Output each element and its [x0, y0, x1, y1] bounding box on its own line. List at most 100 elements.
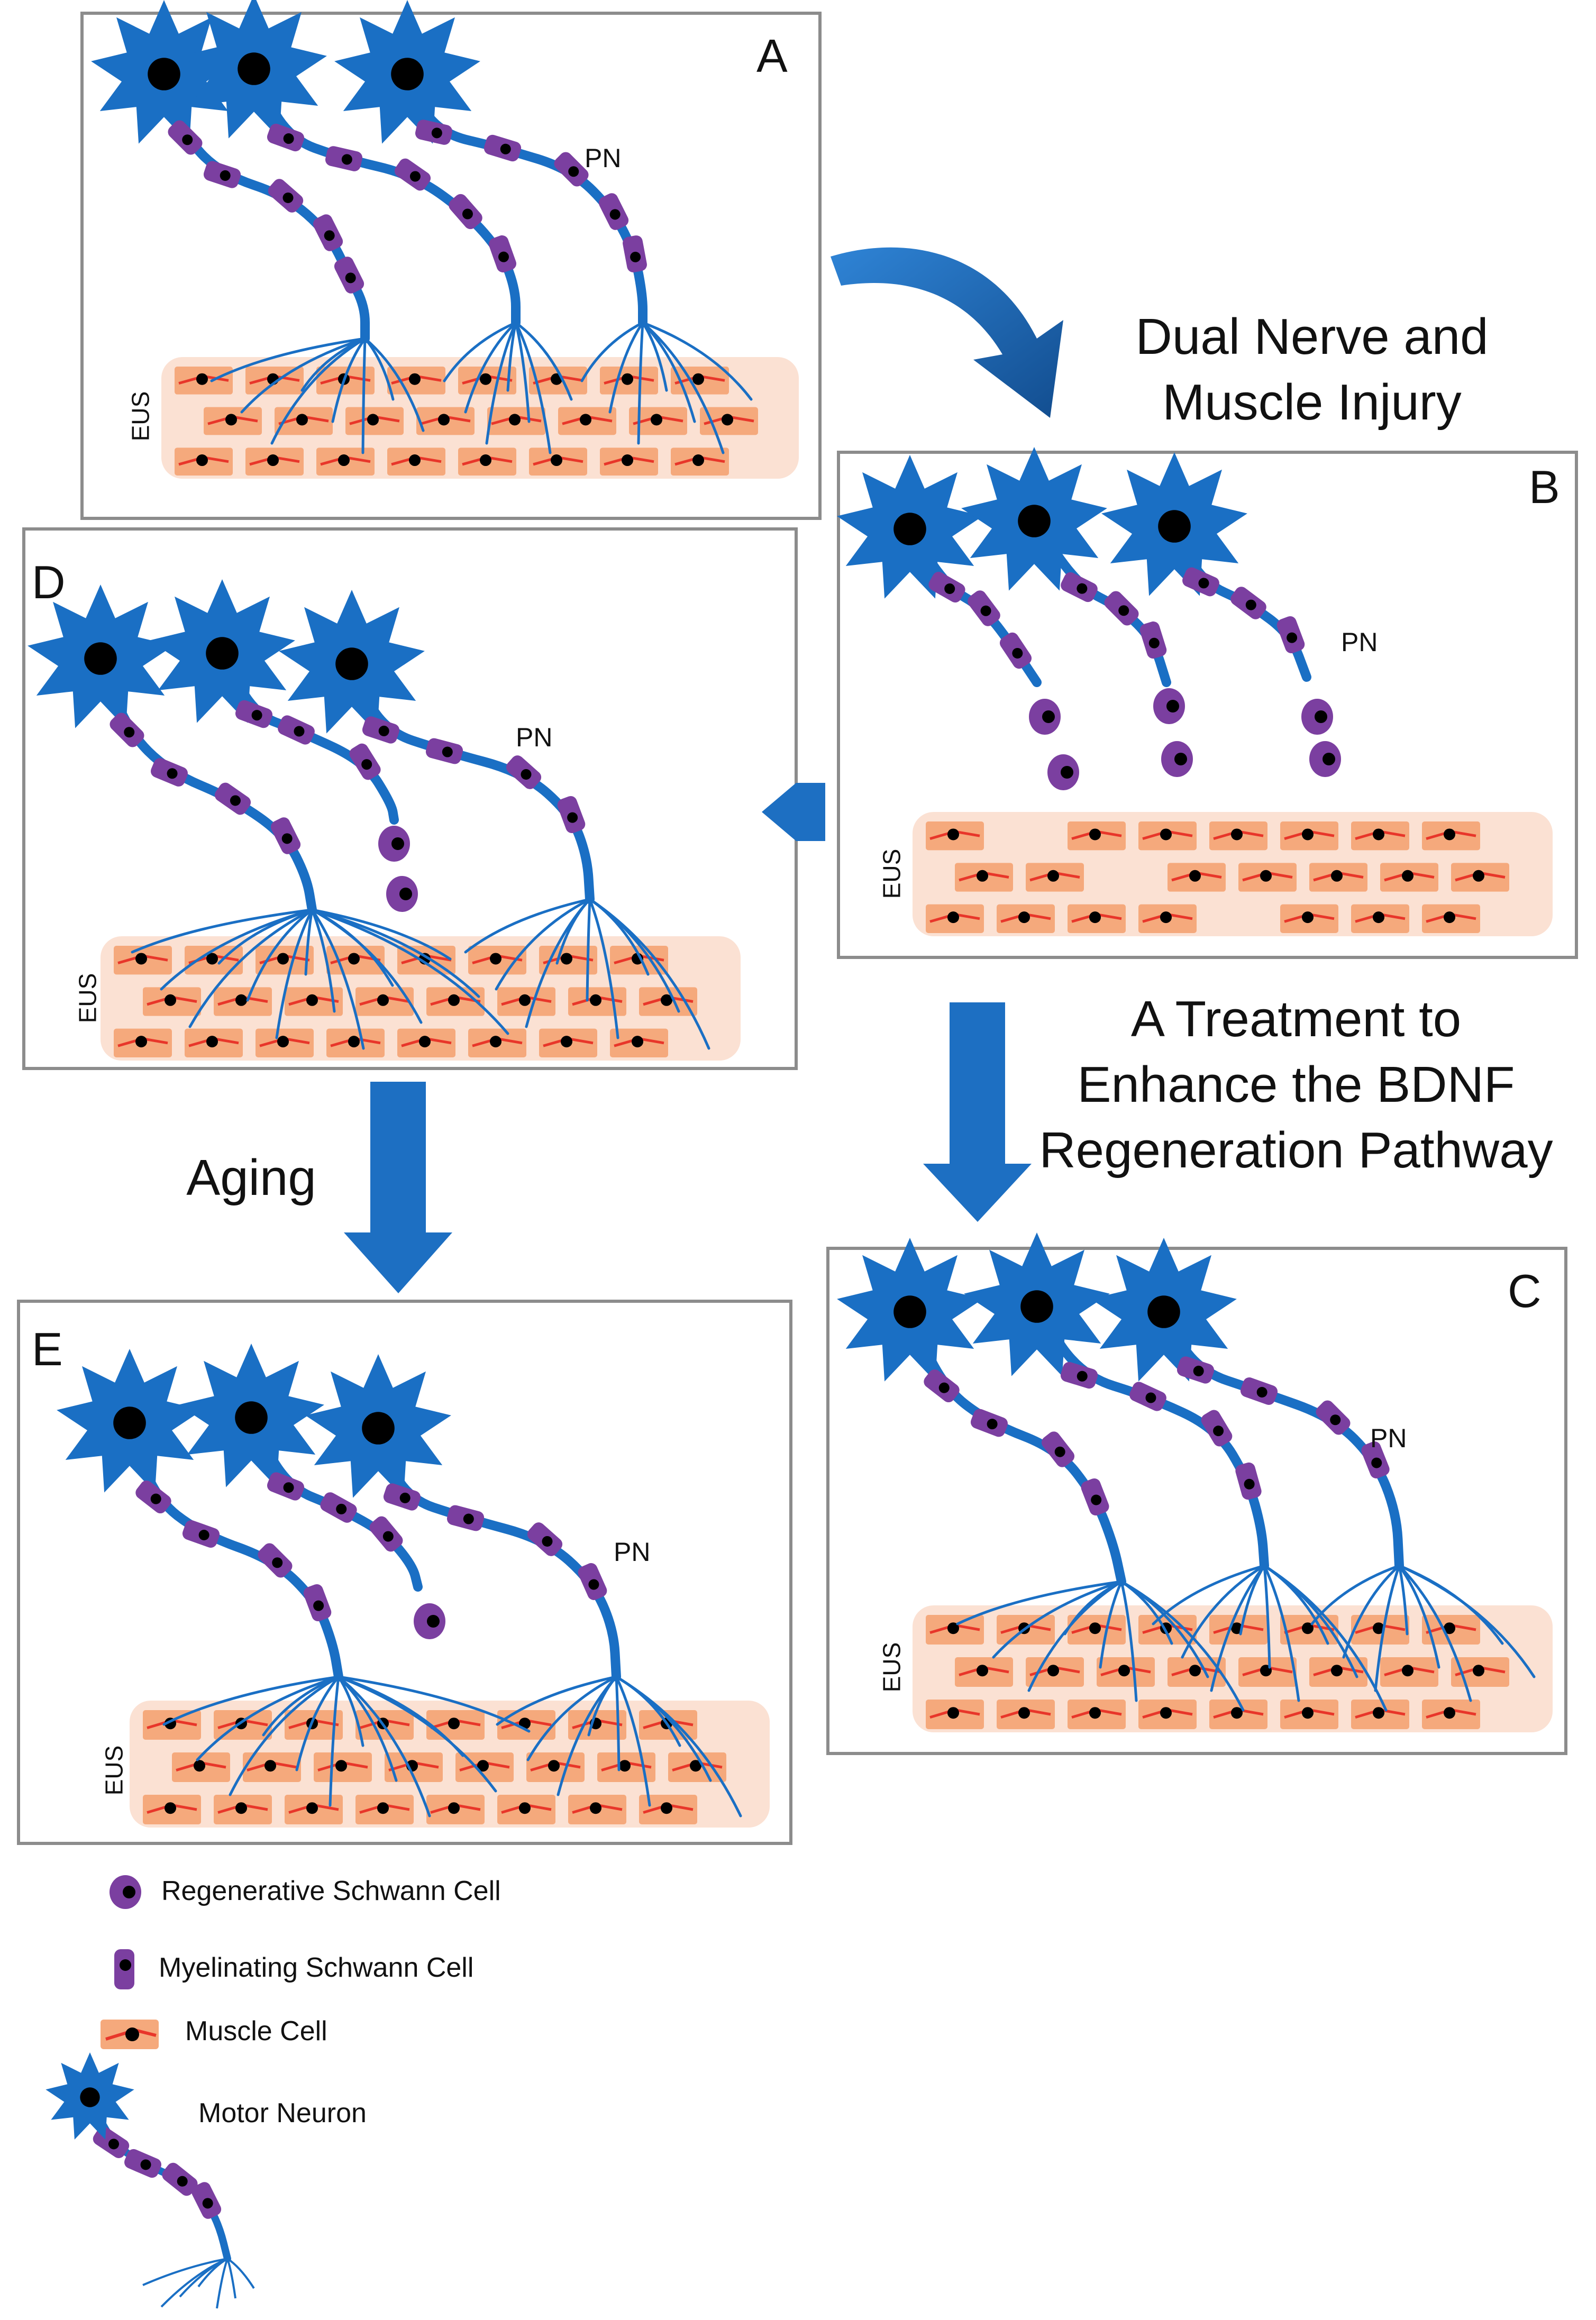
schwann-nucleus — [542, 1536, 553, 1547]
muscle-cell — [568, 987, 626, 1016]
muscle-cell — [245, 447, 304, 476]
panel-b-letter: B — [1529, 461, 1560, 513]
muscle-nucleus — [409, 454, 421, 467]
muscle-cell — [1351, 821, 1409, 851]
neuron-nucleus — [238, 52, 270, 85]
muscle-cell — [1280, 904, 1338, 933]
myelinating-schwann-cell — [999, 632, 1032, 669]
muscle-cell — [285, 1795, 343, 1824]
nerve-terminal-branch — [1181, 1564, 1266, 1659]
myelinating-schwann-cell — [313, 214, 343, 251]
nerve-terminal-branch — [1374, 1564, 1401, 1692]
muscle-nucleus — [1373, 828, 1384, 841]
schwann-nucleus — [609, 209, 621, 220]
schwann-nucleus — [1244, 1478, 1255, 1490]
muscle-nucleus — [1402, 870, 1413, 882]
muscle-nucleus — [548, 1760, 560, 1772]
myelinating-schwann-cell — [578, 1563, 607, 1600]
schwann-nucleus — [498, 251, 509, 262]
motor-neuron-body — [961, 447, 1107, 591]
muscle-cell — [204, 407, 262, 435]
nerve-terminal-branch — [197, 2258, 229, 2288]
muscle-nucleus — [1189, 1665, 1201, 1677]
muscle-nucleus — [1118, 1665, 1130, 1677]
regenerative-schwann-cell — [414, 1603, 445, 1639]
myelinating-schwann-cell — [928, 572, 965, 602]
muscle-cell — [1209, 1700, 1267, 1729]
myelinating-schwann-cell — [1240, 1377, 1278, 1405]
schwann-nucleus — [378, 725, 389, 736]
muscle-cell — [997, 1700, 1055, 1729]
treatment-caption-line1: A Treatment to — [1130, 991, 1462, 1047]
schwann-nucleus — [938, 1382, 950, 1393]
myelinating-schwann-cell — [182, 1520, 220, 1548]
muscle-nucleus — [947, 911, 959, 924]
muscle-nucleus — [1473, 870, 1484, 882]
muscle-nucleus — [1089, 828, 1101, 841]
schwann-nucleus — [409, 171, 421, 182]
motor-neuron-body — [181, 0, 327, 139]
schwann-nucleus — [282, 192, 294, 203]
muscle-nucleus — [1302, 1707, 1314, 1719]
myelinating-schwann-cell — [394, 158, 431, 191]
muscle-cell — [539, 1028, 597, 1057]
muscle-cell — [671, 447, 729, 476]
myelinating-schwann-cell — [1139, 621, 1167, 659]
schwann-nucleus — [294, 726, 305, 737]
myelinating-schwann-cell — [1316, 1400, 1351, 1435]
myelinating-schwann-cell — [235, 700, 273, 728]
nerve-terminal-branch — [641, 321, 725, 454]
muscle-nucleus — [348, 953, 360, 965]
muscle-cell — [114, 946, 172, 975]
muscle-nucleus — [1373, 1707, 1384, 1719]
schwann-nucleus — [399, 1492, 411, 1503]
myelinating-schwann-cell — [623, 235, 647, 272]
schwann-nucleus — [251, 710, 262, 721]
neuron-nucleus — [1018, 505, 1051, 537]
schwann-nucleus — [462, 208, 473, 220]
motor-neuron-body — [57, 1349, 203, 1493]
nerve-terminal-branch — [226, 2258, 255, 2289]
nerve-terminal-branch — [1398, 1564, 1536, 1678]
panel-b-eus-label: EUS — [878, 848, 906, 899]
muscle-cell — [1280, 1700, 1338, 1729]
regen-nucleus — [1166, 700, 1179, 713]
panel-d-pn-label: PN — [516, 723, 553, 752]
muscle-cell — [385, 1752, 443, 1782]
legend-icon-regenerative — [110, 1875, 141, 1909]
nerve-terminal-branch — [275, 908, 314, 1039]
myelinating-schwann-cell — [1182, 567, 1219, 597]
muscle-cell — [497, 1710, 555, 1740]
treatment-caption-line2: Enhance the BDNF — [1077, 1056, 1515, 1113]
motor-neuron-body — [28, 584, 174, 728]
nerve-terminal-branch — [229, 1675, 340, 1796]
nerve-terminal-branch — [142, 2258, 228, 2286]
muscle-cell — [468, 1028, 526, 1057]
schwann-nucleus — [140, 2159, 151, 2170]
muscle-nucleus — [277, 953, 289, 965]
panel-c-pn-label: PN — [1370, 1423, 1407, 1453]
panel-c-letter: C — [1508, 1265, 1542, 1317]
myelinating-schwann-cell — [1276, 616, 1305, 654]
myelinating-schwann-cell — [970, 1409, 1008, 1437]
nerve-terminal-branch — [331, 337, 367, 423]
nerve-terminal-branch — [514, 321, 573, 401]
legend-label-motor-neuron: Motor Neuron — [198, 2098, 367, 2129]
nerve-terminal-branch — [1398, 1564, 1472, 1702]
muscle-cell — [926, 1700, 984, 1729]
muscle-cell — [1280, 821, 1338, 851]
muscle-nucleus — [1444, 1622, 1455, 1634]
myelinating-schwann-cell — [484, 134, 522, 162]
nerve-terminal-branch — [615, 1675, 621, 1771]
muscle-nucleus — [438, 414, 450, 426]
muscle-cell — [326, 1028, 385, 1057]
regenerative-schwann-cell — [1309, 741, 1341, 777]
nerve-terminal-branch — [587, 1675, 618, 1737]
nerve-terminal-branch — [363, 337, 425, 432]
schwann-nucleus — [1213, 1426, 1224, 1437]
aging-caption: Aging — [186, 1149, 316, 1206]
regen-nucleus — [1061, 766, 1073, 779]
muscle-nucleus — [306, 1802, 318, 1814]
panel-a-eus-label: EUS — [126, 391, 154, 442]
